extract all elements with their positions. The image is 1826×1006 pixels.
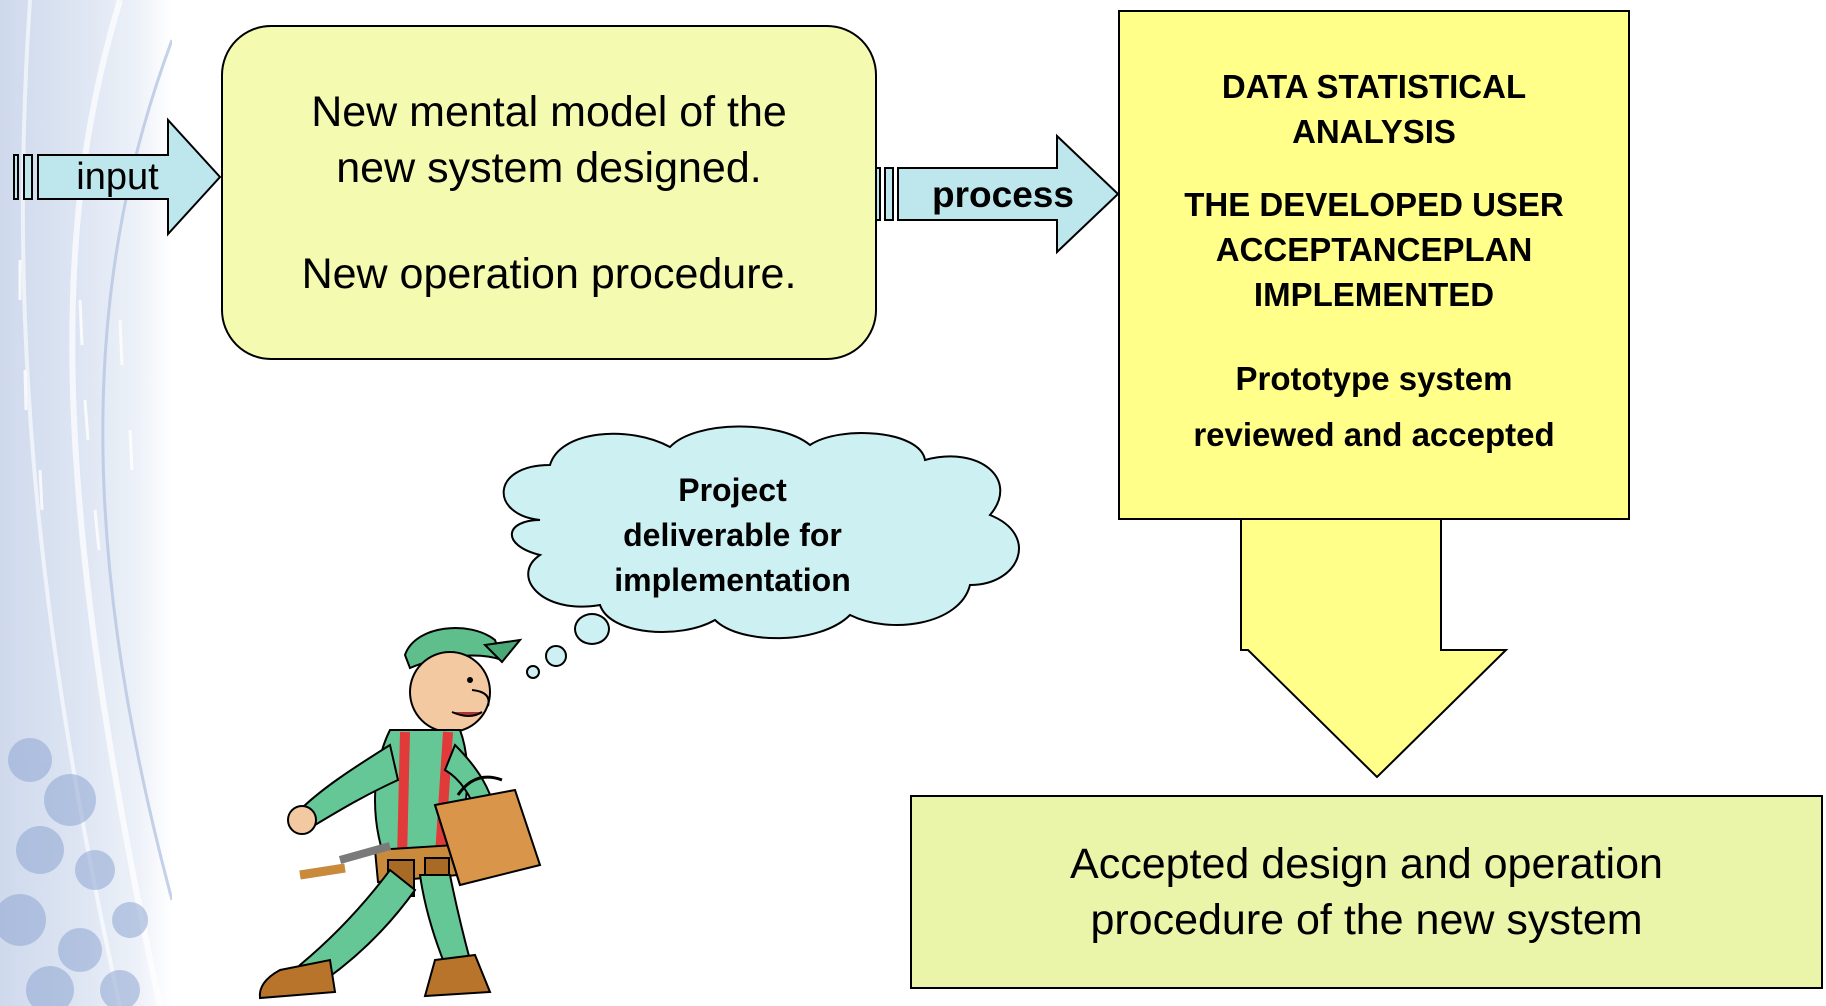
worker-with-toolbox-icon [258, 627, 542, 1000]
process-arrow-label: process [932, 174, 1074, 215]
analysis-line: reviewed and accepted [1193, 416, 1555, 453]
process-arrow-stripe [884, 167, 894, 221]
analysis-line: ACCEPTANCEPLAN [1215, 231, 1533, 268]
result-line: Accepted design and operation [1070, 840, 1663, 888]
thought-cloud-line: Project [678, 472, 787, 508]
thought-cloud-text: Project deliverable for implementation [570, 468, 895, 603]
input-arrow-stripe [13, 154, 19, 200]
analysis-box: DATA STATISTICAL ANALYSIS THE DEVELOPED … [1118, 10, 1630, 520]
thought-cloud-line: implementation [614, 562, 851, 598]
analysis-line: IMPLEMENTED [1253, 276, 1495, 313]
process-arrow-shape [875, 133, 1120, 255]
thought-bubble-small [526, 665, 540, 679]
process-arrow-stripe [875, 167, 881, 221]
down-arrow-shape [1240, 517, 1509, 779]
thought-cloud-outline [502, 425, 1020, 640]
mental-model-line: New mental model of the [311, 87, 787, 136]
analysis-line: ANALYSIS [1292, 113, 1456, 150]
down-arrow-body [1240, 517, 1509, 779]
process-arrow-body [897, 133, 1120, 255]
mental-model-line: New operation procedure. [301, 249, 797, 298]
input-arrow-label: input [76, 155, 159, 198]
analysis-line: Prototype system [1235, 360, 1513, 397]
result-line: procedure of the new system [1090, 896, 1643, 944]
input-arrow-stripe [23, 154, 33, 200]
result-box: Accepted design and operation procedure … [910, 795, 1823, 989]
analysis-line: DATA STATISTICAL [1221, 68, 1527, 105]
analysis-line: THE DEVELOPED USER [1184, 186, 1564, 223]
mental-model-box: New mental model of the new system desig… [221, 25, 877, 360]
thought-bubble-large [574, 613, 610, 645]
thought-cloud-shape [502, 425, 1020, 640]
input-arrow-shape [13, 117, 222, 237]
input-arrow-body [37, 117, 222, 237]
thought-cloud-line: deliverable for [623, 517, 842, 553]
mental-model-line: new system designed. [336, 143, 762, 192]
thought-bubble-medium [545, 645, 567, 667]
